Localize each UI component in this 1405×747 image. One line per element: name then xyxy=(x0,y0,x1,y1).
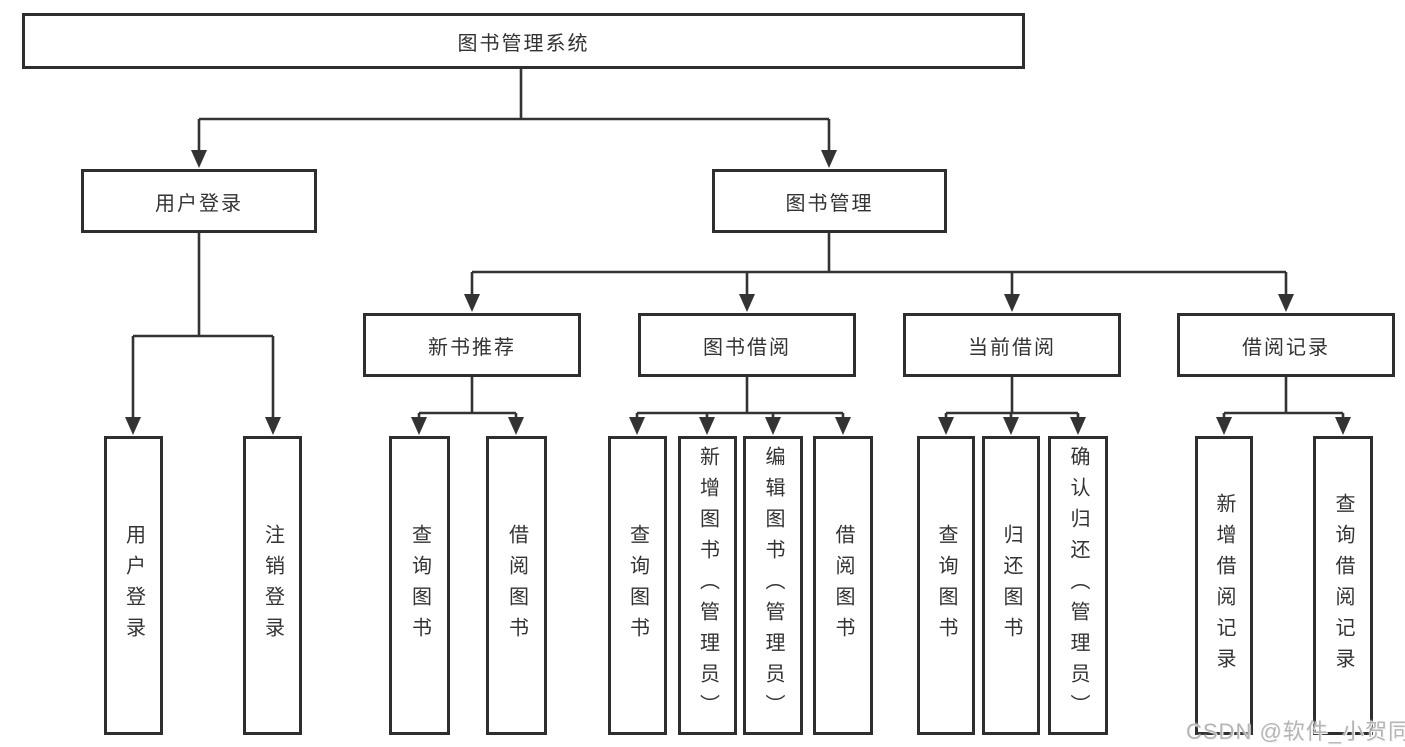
node-user-login: 用户登录 xyxy=(81,169,317,233)
node-leaf-add-borrow-record: 新增借阅记录 xyxy=(1195,436,1253,735)
node-leaf-borrow-books-label: 借阅图书 xyxy=(832,523,854,648)
node-root: 图书管理系统 xyxy=(22,13,1025,69)
node-leaf-edit-books-admin: 编辑图书（管理员） xyxy=(743,436,803,735)
node-leaf-query-books-borrow: 查询图书 xyxy=(608,436,667,735)
node-leaf-add-borrow-record-label: 新增借阅记录 xyxy=(1213,492,1235,679)
node-leaf-confirm-return-admin-label: 确认归还（管理员） xyxy=(1067,446,1089,725)
node-user-login-label: 用户登录 xyxy=(155,192,243,215)
node-leaf-return-books-label: 归还图书 xyxy=(1000,523,1022,648)
node-book-borrow: 图书借阅 xyxy=(638,313,856,377)
node-leaf-query-borrow-record-label: 查询借阅记录 xyxy=(1332,492,1354,679)
node-leaf-borrow-books: 借阅图书 xyxy=(813,436,873,735)
node-leaf-query-books-recommend-label: 查询图书 xyxy=(408,523,431,648)
node-leaf-query-borrow-record: 查询借阅记录 xyxy=(1313,436,1373,735)
node-borrow-records-label: 借阅记录 xyxy=(1242,336,1330,359)
node-book-management-label: 图书管理 xyxy=(785,192,874,215)
node-leaf-logout-label: 注销登录 xyxy=(261,523,284,648)
node-leaf-user-login-label: 用户登录 xyxy=(122,523,145,648)
node-leaf-query-books-borrow-label: 查询图书 xyxy=(626,523,649,648)
node-leaf-query-books-recommend: 查询图书 xyxy=(389,436,450,735)
node-leaf-return-books: 归还图书 xyxy=(982,436,1040,735)
node-new-book-recommend-label: 新书推荐 xyxy=(428,336,516,359)
node-book-management: 图书管理 xyxy=(712,169,947,233)
node-leaf-edit-books-admin-label: 编辑图书（管理员） xyxy=(762,446,784,725)
node-leaf-user-login: 用户登录 xyxy=(104,436,163,735)
node-current-borrow: 当前借阅 xyxy=(903,313,1121,377)
node-new-book-recommend: 新书推荐 xyxy=(363,313,581,377)
node-leaf-add-books-admin: 新增图书（管理员） xyxy=(678,436,737,735)
node-book-borrow-label: 图书借阅 xyxy=(703,336,791,359)
node-root-label: 图书管理系统 xyxy=(457,32,590,55)
node-leaf-add-books-admin-label: 新增图书（管理员） xyxy=(696,446,719,725)
node-leaf-borrow-books-recommend-label: 借阅图书 xyxy=(505,523,528,648)
node-leaf-query-books-current-label: 查询图书 xyxy=(935,523,957,648)
node-leaf-confirm-return-admin: 确认归还（管理员） xyxy=(1048,436,1108,735)
csdn-watermark: CSDN @软件_小贺同学 xyxy=(1186,719,1405,744)
node-current-borrow-label: 当前借阅 xyxy=(968,336,1056,359)
node-leaf-query-books-current: 查询图书 xyxy=(917,436,975,735)
node-borrow-records: 借阅记录 xyxy=(1177,313,1395,377)
node-leaf-logout: 注销登录 xyxy=(243,436,302,735)
node-leaf-borrow-books-recommend: 借阅图书 xyxy=(486,436,547,735)
